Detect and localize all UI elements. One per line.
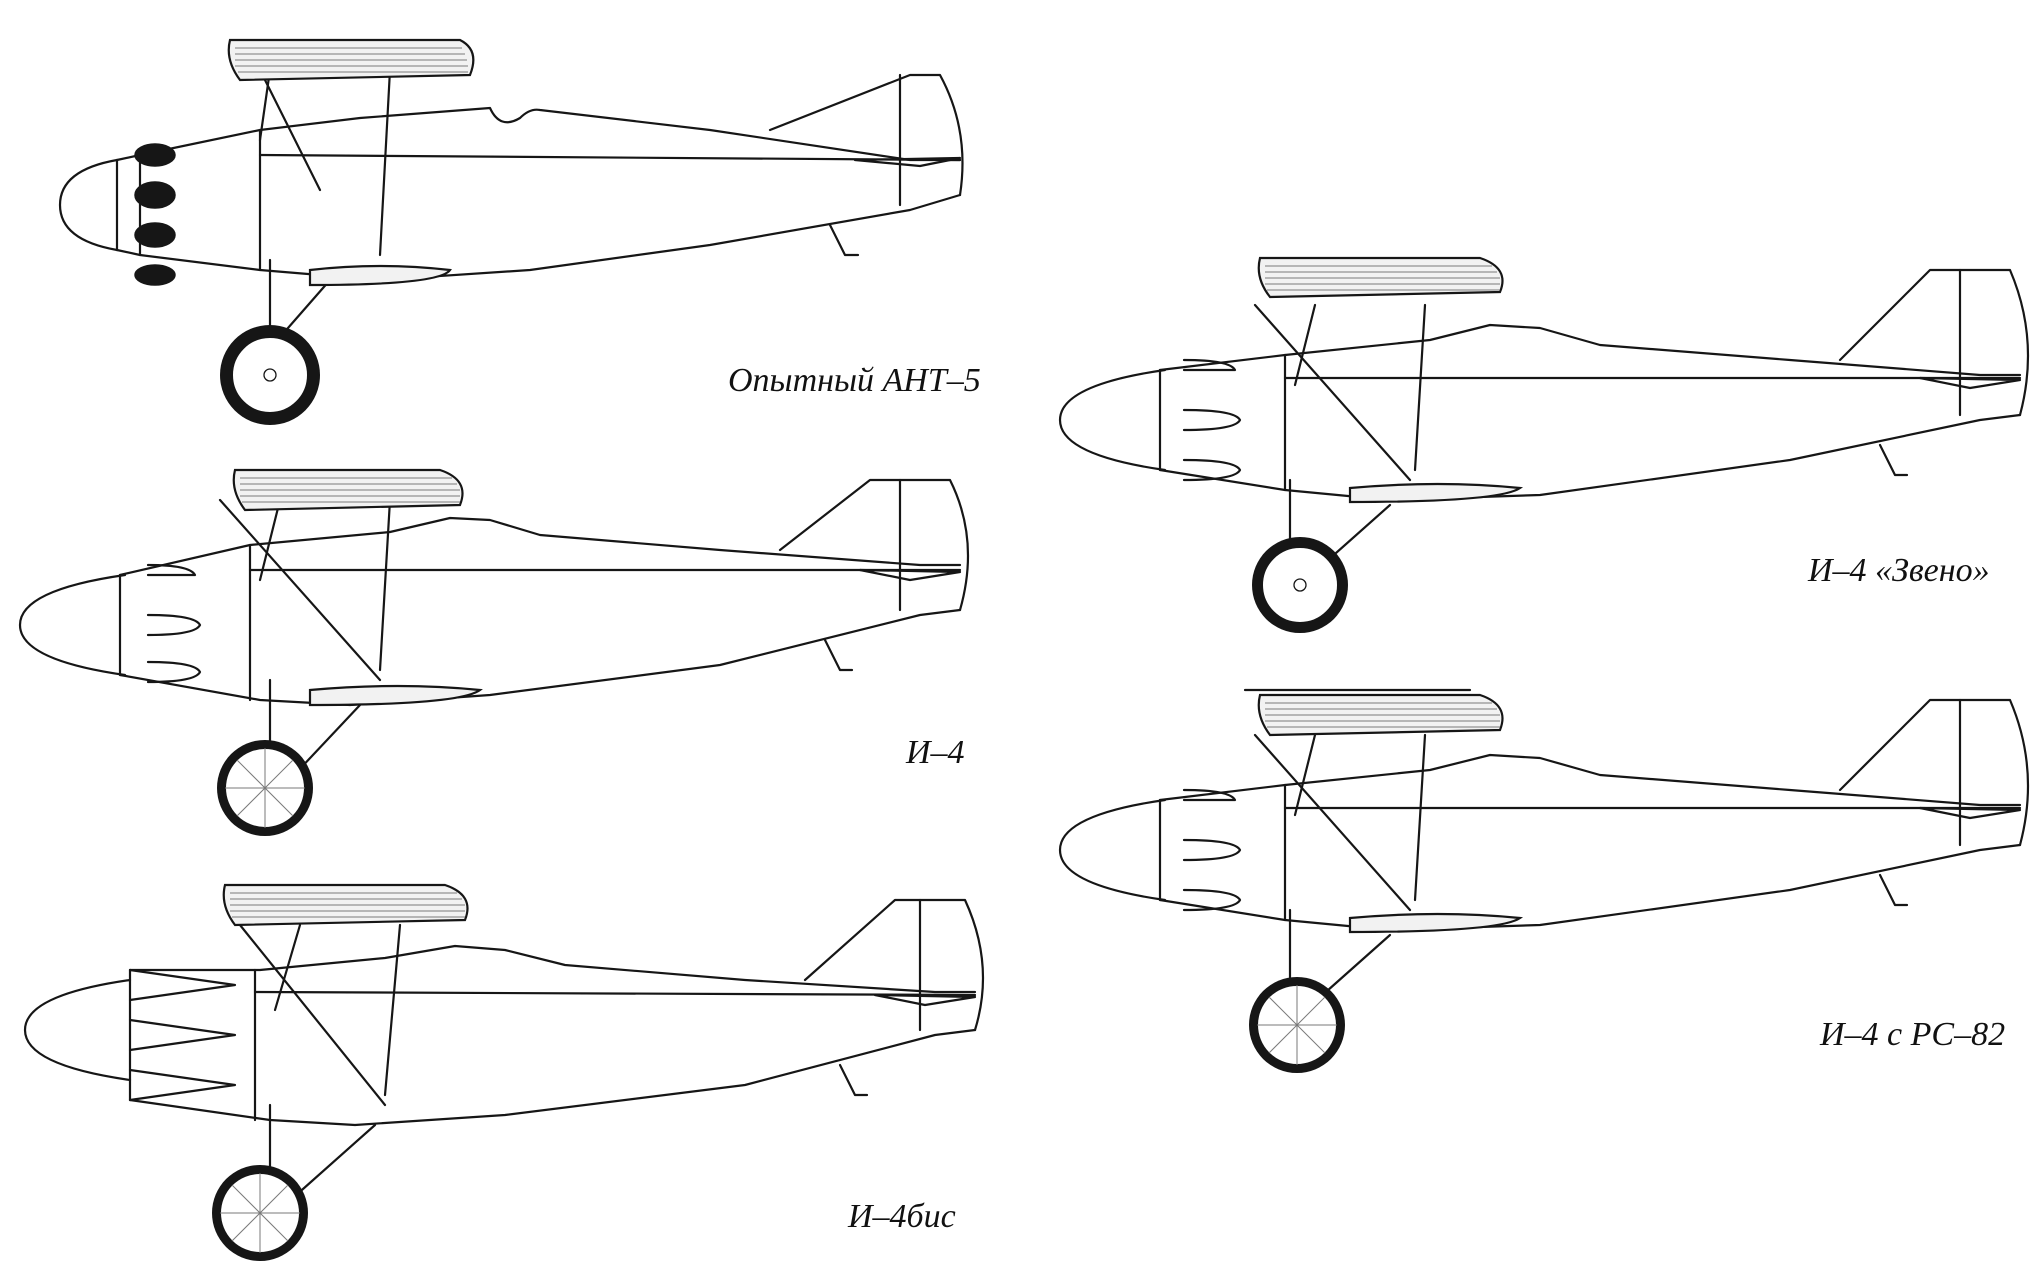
plane-i4zveno-drawing [1058, 256, 2030, 633]
plane-i4zveno [1058, 250, 2030, 670]
plane-i4bis-drawing [23, 883, 985, 1261]
plane-ant5 [58, 30, 1020, 430]
plane-i4bis [23, 870, 985, 1270]
plane-i4-drawing [18, 468, 970, 836]
caption-ant5: Опытный АНТ–5 [728, 362, 981, 399]
plane-ant5-drawing [58, 38, 964, 425]
caption-i4: И–4 [906, 734, 965, 771]
caption-i4rs82: И–4 с РС–82 [1820, 1016, 2006, 1053]
caption-i4zveno: И–4 «Звено» [1808, 552, 1990, 589]
plane-i4rs82-drawing [1058, 688, 2030, 1073]
caption-i4bis: И–4бис [848, 1198, 956, 1235]
plane-i4 [18, 440, 980, 840]
plane-i4rs82 [1058, 680, 2030, 1100]
